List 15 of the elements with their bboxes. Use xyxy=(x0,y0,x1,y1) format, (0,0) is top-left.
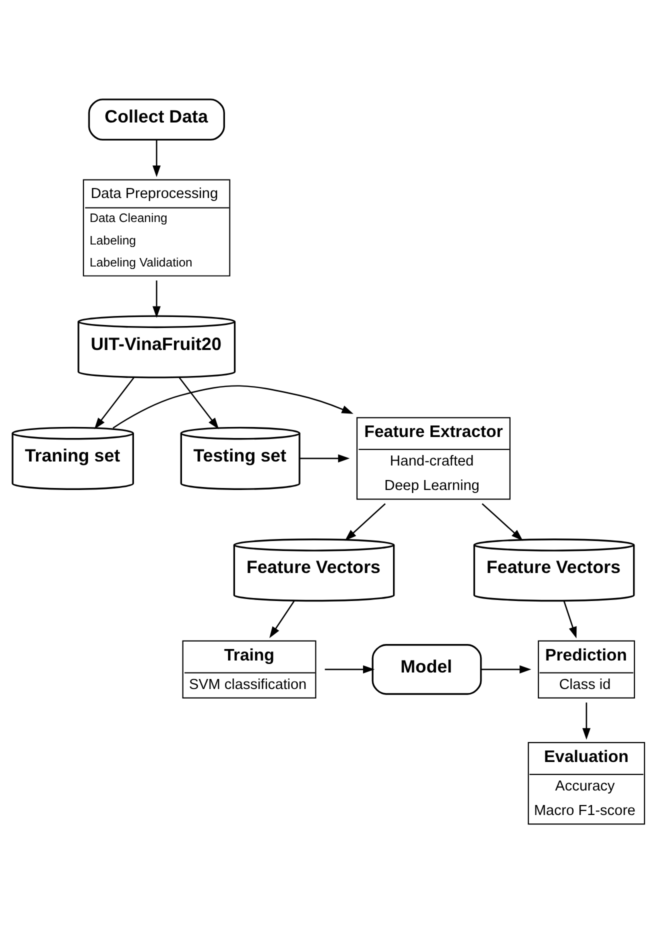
arrow xyxy=(94,376,134,429)
arrow xyxy=(152,140,161,177)
arrow xyxy=(300,454,350,462)
arrow xyxy=(269,600,295,638)
arrow xyxy=(582,702,591,740)
arrow xyxy=(112,384,354,428)
arrow xyxy=(482,502,523,540)
arrow xyxy=(324,664,375,673)
arrow xyxy=(152,280,161,318)
arrow xyxy=(563,600,577,638)
node-box: Model xyxy=(372,644,482,694)
node-box: Collect Data xyxy=(88,98,225,140)
arrow xyxy=(178,376,219,429)
arrow xyxy=(481,664,532,673)
arrow xyxy=(344,502,386,540)
